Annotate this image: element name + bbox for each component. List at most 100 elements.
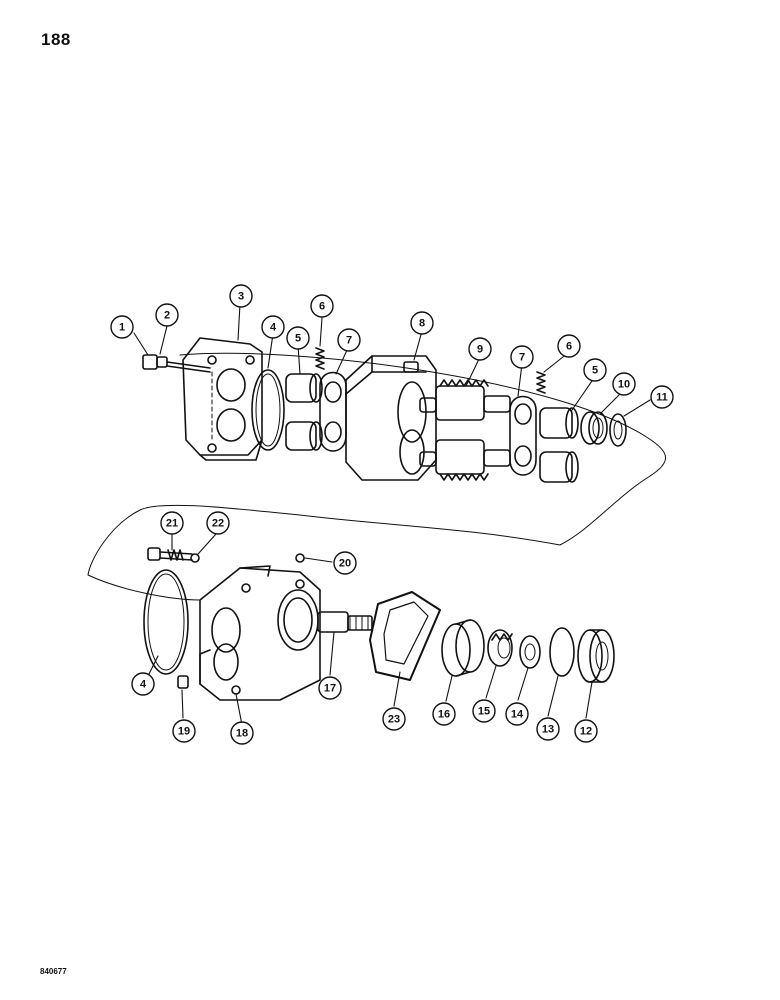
- assembly-outline: [87, 352, 666, 601]
- callout-number: 5: [592, 365, 598, 377]
- callout-c18: 18: [230, 721, 254, 745]
- part-oring-upper: [251, 369, 285, 451]
- callout-circle: [155, 303, 179, 327]
- callout-circle: [505, 702, 529, 726]
- callout-number: 8: [419, 318, 425, 330]
- part-set-screw: [177, 675, 189, 689]
- callout-c3: 3: [229, 284, 253, 308]
- callout-circle: [410, 311, 434, 335]
- callout-number: 13: [542, 724, 554, 736]
- part-seal-upper: [580, 411, 608, 445]
- callout-number: 14: [511, 709, 524, 721]
- callout-circle: [333, 551, 357, 575]
- part-gasket: [369, 591, 441, 681]
- part-plug: [295, 553, 305, 563]
- callout-circle: [110, 315, 134, 339]
- callout-number: 2: [164, 310, 170, 322]
- callout-circle: [261, 315, 285, 339]
- figure-code: 840677: [40, 967, 67, 976]
- callout-number: 22: [212, 518, 224, 530]
- callout-circle: [229, 284, 253, 308]
- part-wear-plate-upper: [319, 371, 347, 452]
- callout-c1: 1: [110, 315, 134, 339]
- callout-circle: [160, 511, 184, 535]
- leader-lines: [133, 303, 651, 726]
- callout-number: 1: [119, 322, 125, 334]
- callout-number: 11: [656, 392, 668, 404]
- callout-circle: [536, 717, 560, 741]
- callout-circle: [286, 326, 310, 350]
- part-wear-plate-mid: [509, 395, 537, 476]
- callout-c4a: 4: [261, 315, 285, 339]
- callout-c11: 11: [650, 385, 674, 409]
- part-front-cover: [199, 565, 321, 701]
- callout-number: 12: [580, 726, 592, 738]
- callout-c22: 22: [206, 511, 230, 535]
- callout-c15: 15: [472, 699, 496, 723]
- callout-number: 19: [178, 726, 190, 738]
- callout-circle: [318, 676, 342, 700]
- part-snap-ring: [549, 627, 575, 677]
- callout-c5b: 5: [583, 358, 607, 382]
- callout-circle: [612, 372, 636, 396]
- part-seal-retainer: [609, 413, 627, 447]
- callout-c8: 8: [410, 311, 434, 335]
- part-spring-upper: [315, 347, 325, 370]
- part-drive-shaft: [317, 611, 373, 633]
- part-oring-lower: [143, 569, 189, 675]
- callout-number: 4: [140, 679, 147, 691]
- callout-circle: [382, 707, 406, 731]
- callout-circle: [172, 719, 196, 743]
- callout-number: 10: [618, 379, 630, 391]
- part-shaft-seal: [577, 629, 615, 683]
- part-bearing-cup: [441, 619, 485, 677]
- callout-circle: [472, 699, 496, 723]
- callout-number: 7: [346, 335, 352, 347]
- callout-number: 21: [166, 518, 178, 530]
- page-number: 188: [41, 30, 71, 49]
- part-gears: [419, 379, 511, 481]
- callout-circle: [583, 358, 607, 382]
- callout-c23: 23: [382, 707, 406, 731]
- callout-c13: 13: [536, 717, 560, 741]
- part-bolt-upper: [142, 354, 211, 373]
- callout-number: 5: [295, 333, 301, 345]
- callout-number: 17: [324, 683, 336, 695]
- callout-c7b: 7: [510, 345, 534, 369]
- part-bearing-cone: [487, 629, 513, 667]
- callout-c16: 16: [432, 702, 456, 726]
- callout-number: 23: [388, 714, 400, 726]
- callout-circle: [310, 294, 334, 318]
- callout-circle: [230, 721, 254, 745]
- callout-circle: [574, 719, 598, 743]
- part-gear-housing: [345, 355, 437, 481]
- callout-c2: 2: [155, 303, 179, 327]
- part-bolt-lower: [147, 547, 200, 563]
- callout-c6b: 6: [557, 334, 581, 358]
- callout-c4b: 4: [131, 672, 155, 696]
- callout-c6a: 6: [310, 294, 334, 318]
- callout-c9: 9: [468, 337, 492, 361]
- callout-number: 4: [270, 322, 277, 334]
- callout-circle: [510, 345, 534, 369]
- callout-number: 18: [236, 728, 248, 740]
- callout-circle: [650, 385, 674, 409]
- callout-c14: 14: [505, 702, 529, 726]
- callout-circle: [206, 511, 230, 535]
- callout-c21: 21: [160, 511, 184, 535]
- part-washer: [519, 635, 541, 669]
- callout-circle: [557, 334, 581, 358]
- part-end-cover: [182, 337, 263, 461]
- part-bearings-mid: [539, 407, 579, 483]
- part-spring-mid: [536, 371, 546, 394]
- callout-c7a: 7: [337, 328, 361, 352]
- callout-c12: 12: [574, 719, 598, 743]
- callout-circle: [337, 328, 361, 352]
- callout-c17: 17: [318, 676, 342, 700]
- callout-number: 9: [477, 344, 483, 356]
- callout-circle: [131, 672, 155, 696]
- part-bearings-upper: [285, 373, 323, 451]
- callout-c20: 20: [333, 551, 357, 575]
